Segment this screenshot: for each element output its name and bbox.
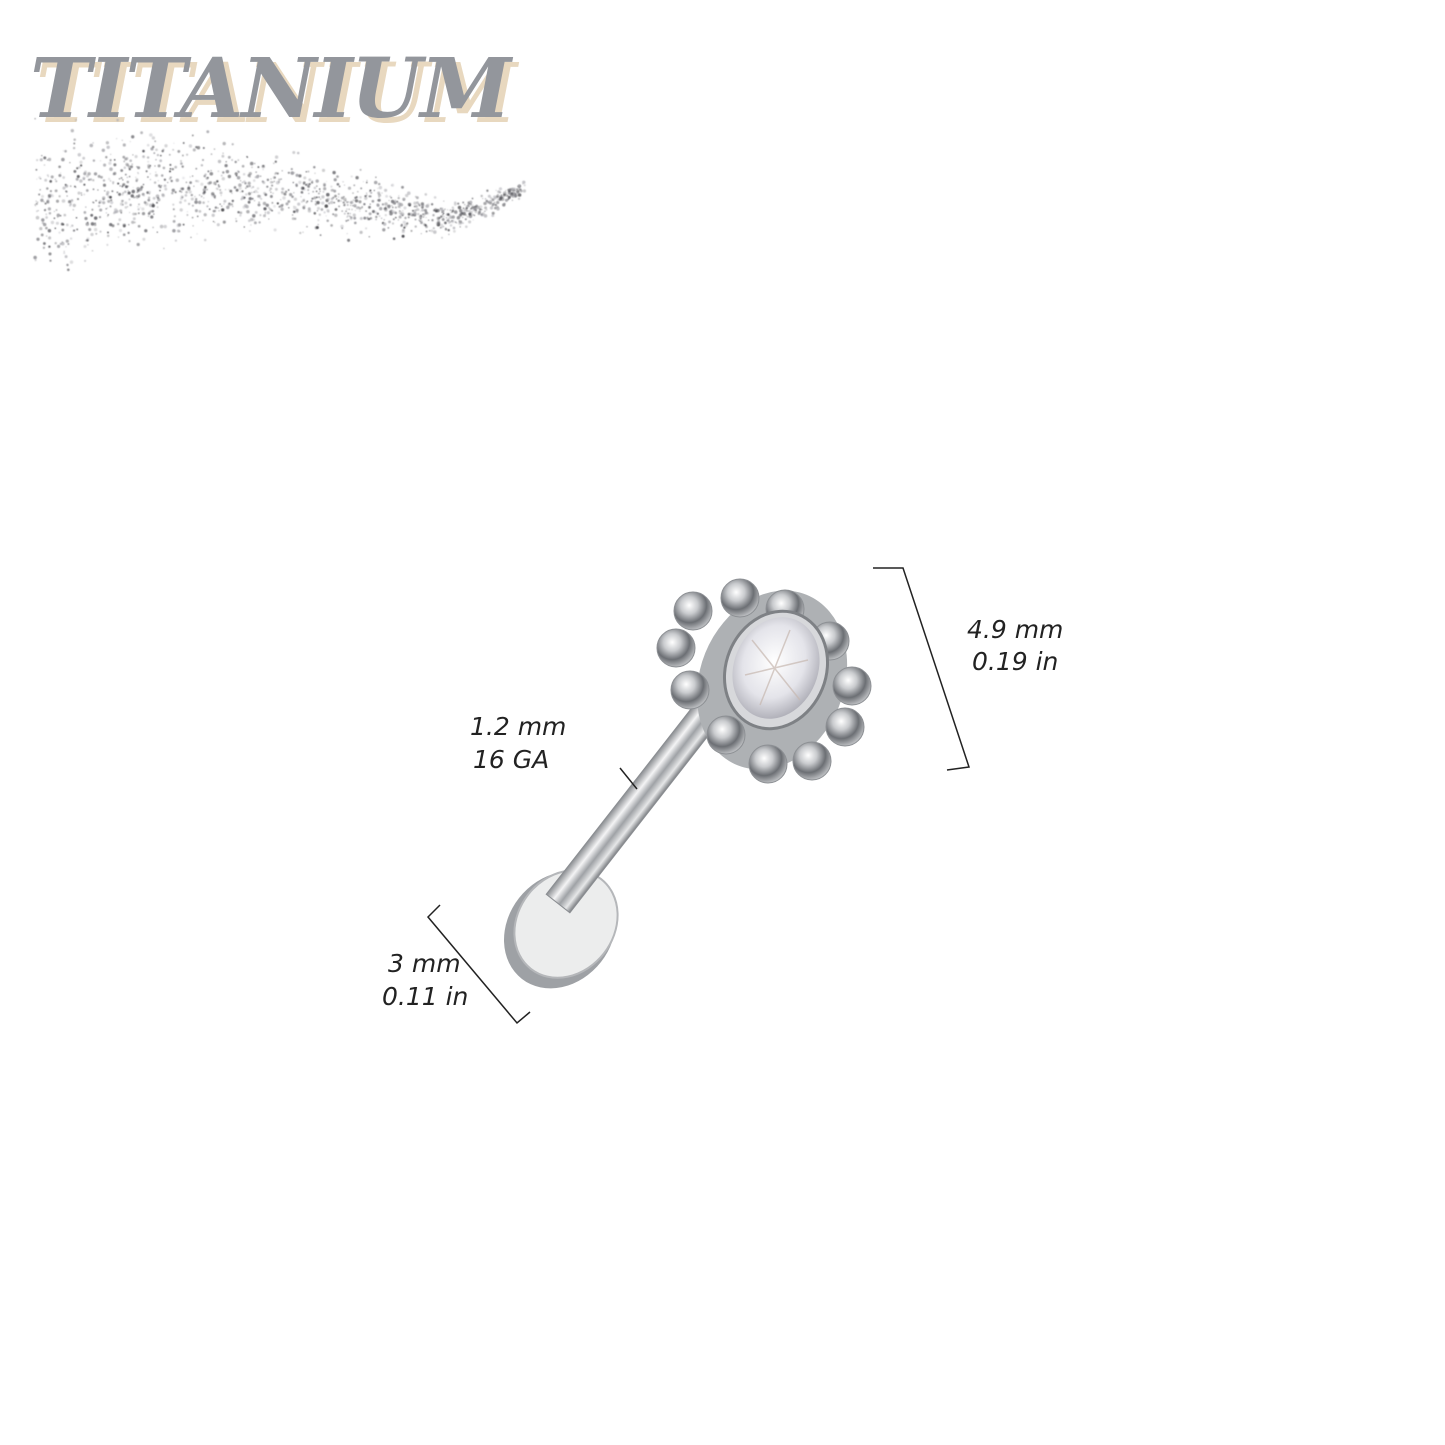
bead [673,591,713,631]
flat-back-disc [503,869,619,989]
bead [706,715,746,755]
length-in-label: 0.19 in [972,647,1058,676]
disc-in-label: 0.11 in [382,982,468,1011]
bead [748,744,788,784]
gauge-mm-label: 1.2 mm [470,712,566,741]
bead [792,741,832,781]
bead [720,578,760,618]
bead [656,628,696,668]
labret-shaft [545,696,725,914]
disc-mm-label: 3 mm [388,949,461,978]
titanium-title: TITANIUM [30,41,511,137]
bead [825,707,865,747]
glitter-dust-swoosh [33,118,527,272]
length-mm-label: 4.9 mm [967,615,1063,644]
bead [670,670,710,710]
gauge-bracket [619,767,638,790]
bead [832,666,872,706]
gauge-ga-label: 16 GA [473,745,549,774]
disc-bracket [426,904,531,1025]
length-bracket [873,567,970,771]
cz-gem [722,609,830,731]
